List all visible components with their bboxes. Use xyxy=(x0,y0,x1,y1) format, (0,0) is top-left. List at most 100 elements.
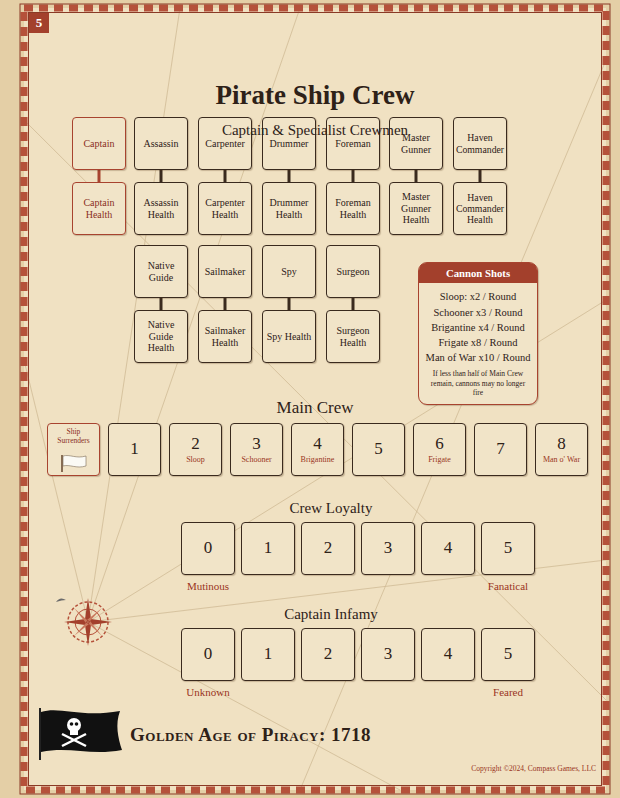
crew-box: Haven Commander Health xyxy=(453,182,507,235)
crew-box: Assassin xyxy=(134,117,188,170)
box-label: Man o' War xyxy=(543,455,580,464)
box-label: Assassin Health xyxy=(138,197,184,220)
track-box: 5 xyxy=(352,423,405,476)
track-box: 6Frigate xyxy=(413,423,466,476)
box-label: 2 xyxy=(191,435,200,454)
box-label: 4 xyxy=(444,645,453,664)
box-label: If less than half of Main Crew remain, c… xyxy=(425,369,531,397)
box-label: Carpenter xyxy=(205,138,244,150)
crew-box: Spy xyxy=(262,245,316,298)
crew-box: Ship Surrenders xyxy=(47,423,100,476)
box-label: 0 xyxy=(204,645,213,664)
box-label: 0 xyxy=(204,539,213,558)
copyright-note: Copyright ©2024, Compass Games, LLC xyxy=(471,764,596,773)
crew-box: Foreman Health xyxy=(326,182,380,235)
box-label: Native Guide xyxy=(138,260,184,283)
box-label: 5 xyxy=(504,645,513,664)
box-label: 3 xyxy=(384,645,393,664)
section-label: Crew Loyalty xyxy=(290,500,373,517)
box-label: Drummer Health xyxy=(266,197,312,220)
connector-line xyxy=(288,298,291,310)
box-label: Drummer xyxy=(270,138,309,150)
compass-rose xyxy=(56,598,112,646)
box-label: 3 xyxy=(252,435,261,454)
box-label: Surgeon Health xyxy=(330,325,376,348)
box-label: Sloop xyxy=(186,455,205,464)
section-label: Fanatical xyxy=(488,580,528,592)
box-label: 7 xyxy=(496,440,505,459)
crew-box: Spy Health xyxy=(262,310,316,363)
track-box: 1 xyxy=(108,423,161,476)
white-flag-icon xyxy=(60,454,90,472)
crew-box: Carpenter Health xyxy=(198,182,252,235)
box-label: 1 xyxy=(264,539,273,558)
track-box: 1 xyxy=(241,628,295,681)
box-label: Foreman xyxy=(335,138,371,150)
box-label: 2 xyxy=(324,645,333,664)
track-box: 0 xyxy=(181,628,235,681)
track-box: 4 xyxy=(421,522,475,575)
info-panel: Cannon ShotsSloop: x2 / RoundSchooner x3… xyxy=(418,262,538,405)
section-label: Captain Infamy xyxy=(284,606,378,623)
track-box: 4Brigantine xyxy=(291,423,344,476)
connector-line xyxy=(352,298,355,310)
crew-box: Native Guide Health xyxy=(134,310,188,363)
crew-box: Assassin Health xyxy=(134,182,188,235)
track-box: 3 xyxy=(361,522,415,575)
track-box: 4 xyxy=(421,628,475,681)
connector-line xyxy=(224,298,227,310)
game-title: Golden Age of Piracy: 1718 xyxy=(130,724,371,746)
connector-line xyxy=(288,170,291,182)
box-label: Ship Surrenders xyxy=(54,428,94,445)
connector-line xyxy=(479,170,482,182)
crew-box: Surgeon xyxy=(326,245,380,298)
box-label: Surgeon xyxy=(336,266,369,278)
track-box: 3Schooner xyxy=(230,423,283,476)
box-label: Haven Commander xyxy=(456,132,504,154)
box-label: 4 xyxy=(444,539,453,558)
box-label: Sloop: x2 / Round xyxy=(440,289,517,304)
crew-box: Surgeon Health xyxy=(326,310,380,363)
connector-line xyxy=(98,170,101,182)
connector-line xyxy=(352,170,355,182)
panel-heading: Cannon Shots xyxy=(419,263,537,283)
box-label: Captain xyxy=(83,138,114,150)
box-label: 1 xyxy=(130,440,139,459)
section-label: Unknown xyxy=(186,686,229,698)
box-label: Captain Health xyxy=(76,197,122,220)
box-label: Carpenter Health xyxy=(202,197,248,220)
box-label: 6 xyxy=(435,435,444,454)
crew-box: Captain Health xyxy=(72,182,126,235)
crew-box: Drummer Health xyxy=(262,182,316,235)
box-label: 1 xyxy=(264,645,273,664)
section-label: Mutinous xyxy=(187,580,229,592)
track-box: 1 xyxy=(241,522,295,575)
box-label: Spy Health xyxy=(267,331,312,343)
crew-box: Sailmaker xyxy=(198,245,252,298)
box-label: Man of War x10 / Round xyxy=(426,350,531,365)
connector-line xyxy=(415,170,418,182)
box-label: Foreman Health xyxy=(330,197,376,220)
crew-box: Master Gunner Health xyxy=(389,182,443,235)
page-title: Pirate Ship Crew xyxy=(216,80,415,111)
box-label: Schooner xyxy=(241,455,271,464)
box-label: Haven Commander Health xyxy=(456,192,504,226)
track-box: 2 xyxy=(301,522,355,575)
box-label: 8 xyxy=(557,435,566,454)
track-box: 7 xyxy=(474,423,527,476)
box-label: Schooner x3 / Round xyxy=(434,305,523,320)
page-number: 5 xyxy=(36,15,43,31)
track-box: 8Man o' War xyxy=(535,423,588,476)
crew-box: Captain xyxy=(72,117,126,170)
jolly-roger-flag xyxy=(40,708,122,760)
connector-line xyxy=(160,170,163,182)
box-label: 5 xyxy=(374,440,383,459)
track-box: 2Sloop xyxy=(169,423,222,476)
box-label: 2 xyxy=(324,539,333,558)
crew-box: Native Guide xyxy=(134,245,188,298)
box-label: Native Guide Health xyxy=(138,319,184,354)
section-label: Main Crew xyxy=(277,398,354,418)
section-label: Feared xyxy=(493,686,523,698)
box-label: Sailmaker Health xyxy=(202,325,248,348)
box-label: 5 xyxy=(504,539,513,558)
